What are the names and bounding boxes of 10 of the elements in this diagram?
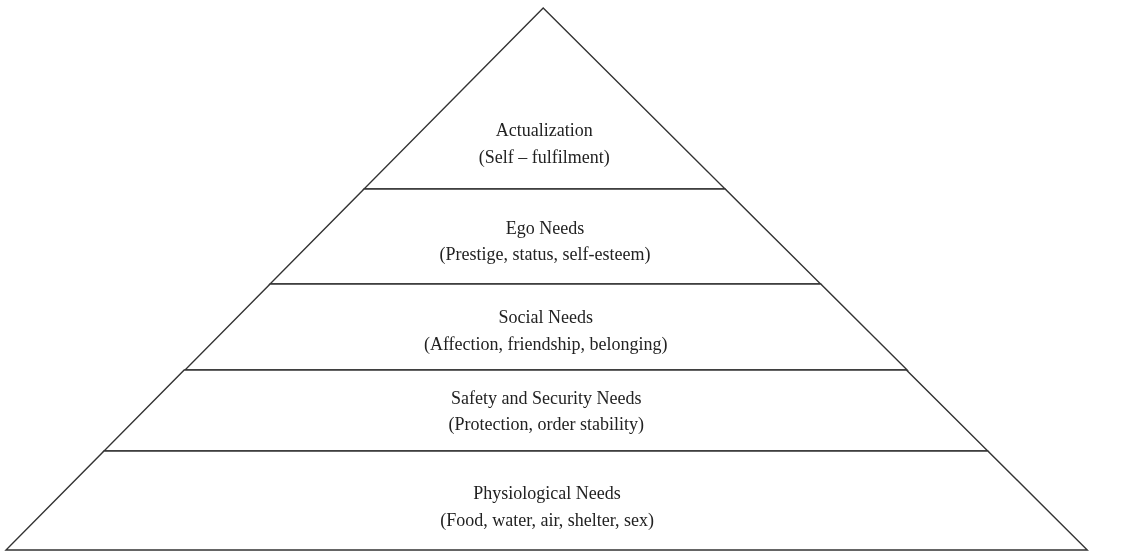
tier-description: (Food, water, air, shelter, sex) (440, 509, 654, 531)
tier-description: (Protection, order stability) (448, 413, 645, 435)
tier-heading: Actualization (495, 119, 593, 141)
tier-heading: Social Needs (498, 306, 593, 328)
tier-description: (Self – fulfilment) (478, 146, 610, 168)
tier-description: (Affection, friendship, belonging) (423, 333, 668, 355)
tier-description: (Prestige, status, self-esteem) (439, 243, 651, 265)
tier-heading: Safety and Security Needs (451, 387, 642, 409)
tier-heading: Physiological Needs (473, 482, 621, 504)
tier-heading: Ego Needs (505, 217, 585, 239)
